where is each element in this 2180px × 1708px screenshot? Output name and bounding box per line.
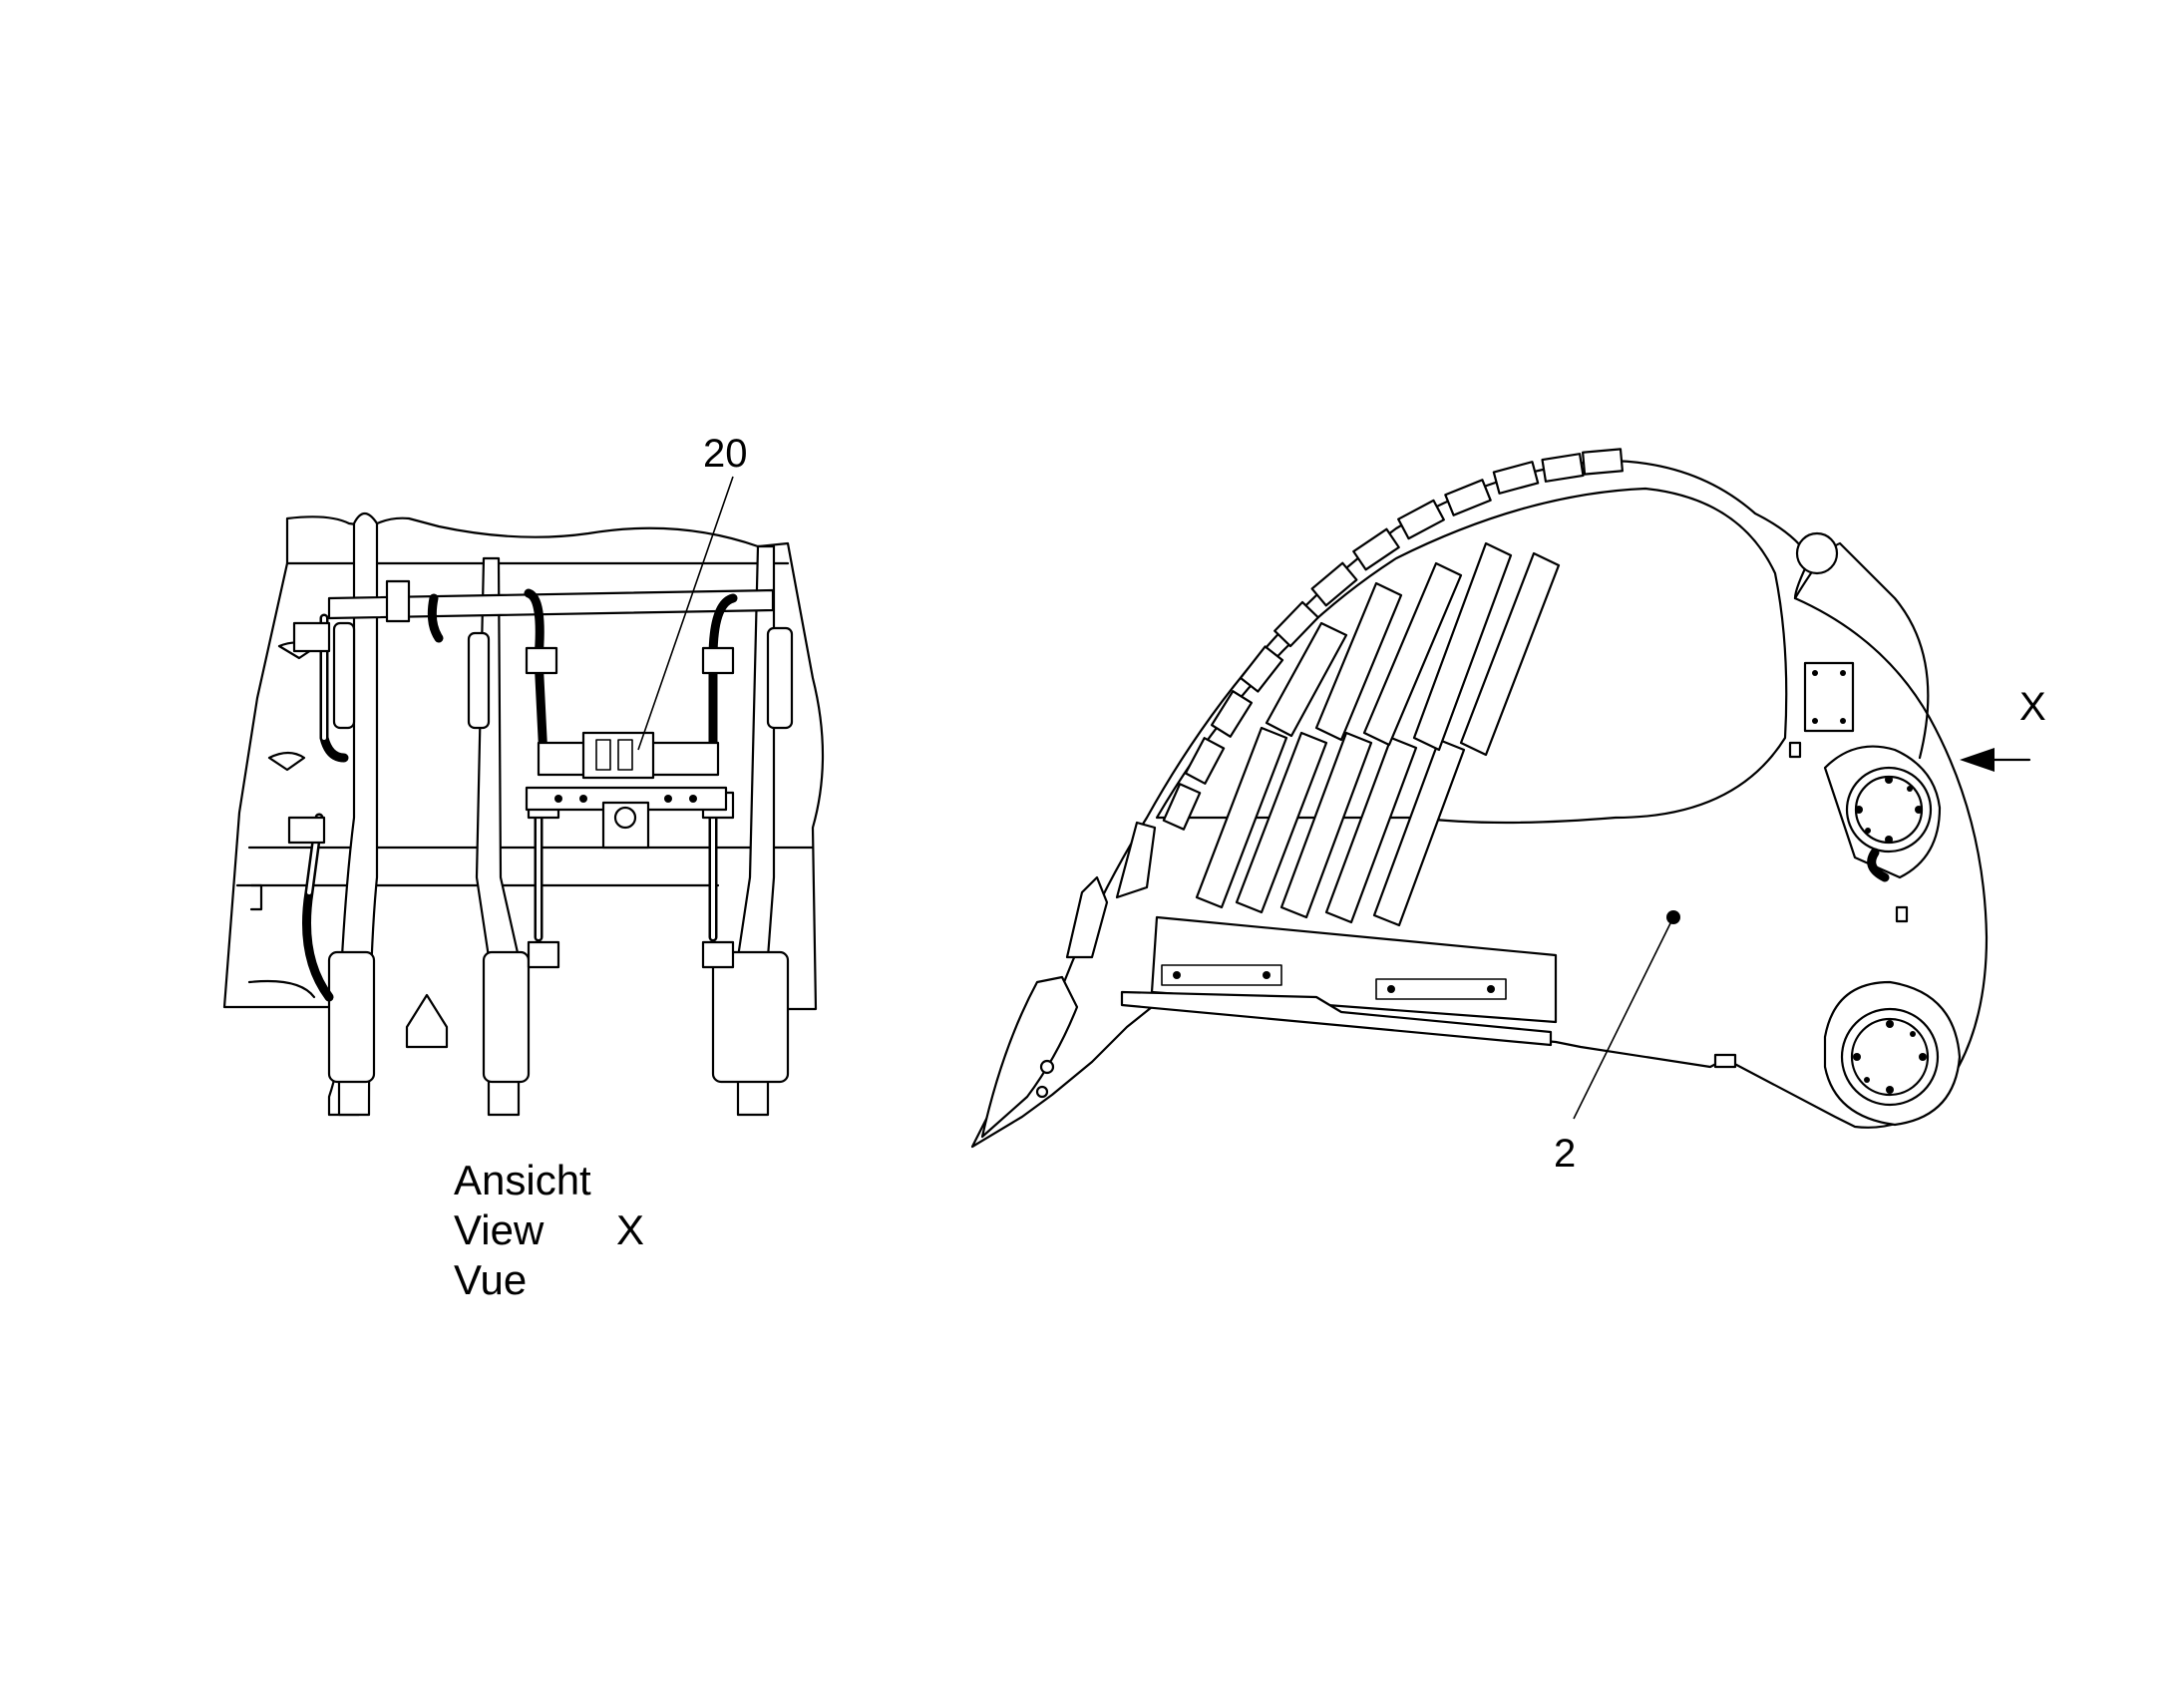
caption-ansicht: Ansicht	[454, 1157, 591, 1203]
view-x-tooth	[405, 993, 449, 1049]
callout-2-leader	[1573, 916, 1674, 1120]
bucket-bottom-strips	[1120, 915, 1558, 1047]
bucket-teeth	[980, 821, 1157, 1139]
callout-20-label: 20	[703, 432, 748, 476]
bucket-drawing: 2 X	[970, 448, 2046, 1176]
bucket-wear-plates	[1162, 448, 1624, 831]
view-x-cross-tube	[327, 588, 775, 620]
callout-20-leader	[637, 476, 734, 751]
bucket-side-liner-plates	[1195, 541, 1561, 927]
caption-view: View	[454, 1206, 545, 1253]
callout-2-label: 2	[1554, 1132, 1576, 1176]
valve-block	[525, 731, 728, 850]
view-x-drawing: 20	[222, 432, 825, 1117]
bucket-pivot-lugs	[1713, 531, 1962, 1127]
view-caption: Ansicht View X Vue	[454, 1157, 644, 1303]
view-x-bushings	[327, 621, 794, 1084]
caption-view-letter: X	[616, 1206, 644, 1253]
caption-vue: Vue	[454, 1256, 527, 1303]
view-arrow: X	[1960, 685, 2046, 772]
bucket-side-curve	[1155, 487, 1788, 825]
view-arrow-label: X	[2019, 685, 2046, 729]
